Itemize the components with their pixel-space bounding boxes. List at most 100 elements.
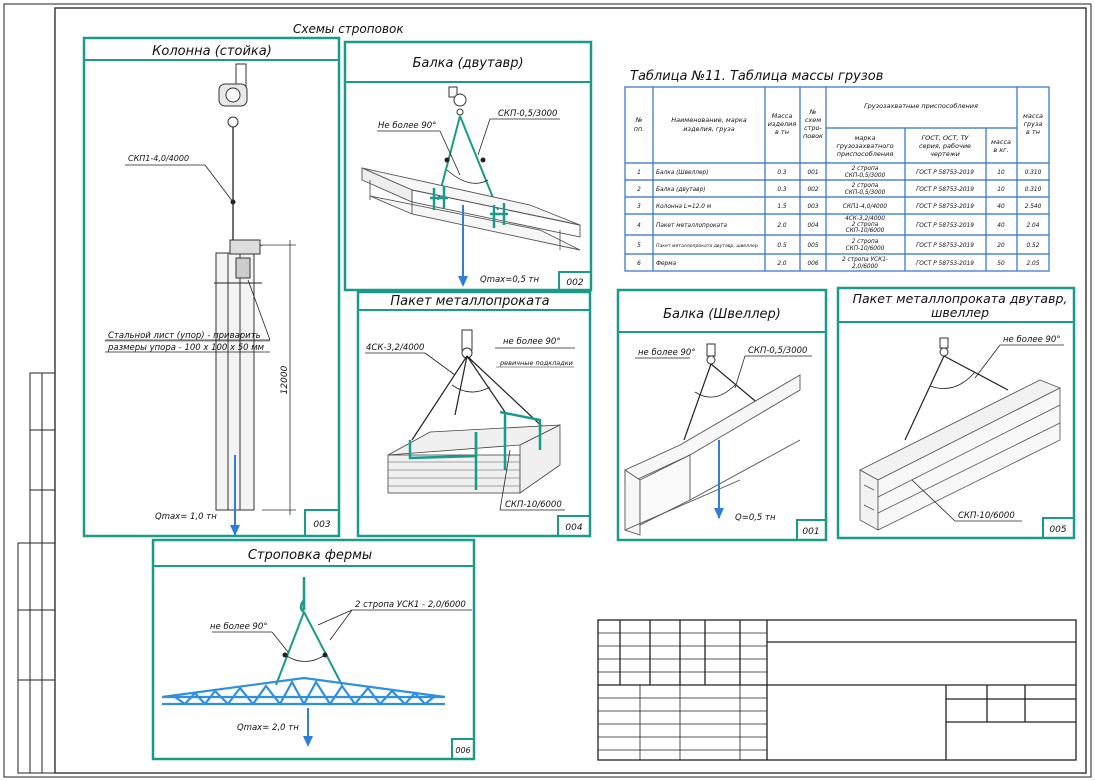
title-block (597, 619, 1077, 761)
beam-i-sling-label: СКП-0,5/3000 (498, 109, 557, 119)
table-cell: 10 (997, 187, 1005, 193)
table-cell: ГОСТ Р 58753-2019 (916, 187, 974, 193)
metal-bundle (387, 424, 561, 494)
table-cell: 4СК-3,2/4000 (845, 216, 885, 222)
crane-hook-icon (461, 329, 473, 359)
table-cell: Балка (двутавр) (656, 187, 706, 193)
table-cell: СКП-10/6000 (846, 228, 885, 234)
table-cell: 3 (637, 204, 641, 210)
pack2-angle-label: не более 90° (1003, 335, 1061, 345)
table-cell: 2 стропа (852, 166, 879, 172)
panel-truss: Строповка фермы не более 90° 2 стропа УС… (151, 538, 476, 761)
left-margin-stamp (17, 372, 56, 774)
th-mass-0: Масса (772, 112, 793, 120)
table-cell: 4 (637, 223, 641, 229)
th-scheme-0: № (809, 108, 817, 116)
truss-angle-label: не более 90° (210, 622, 268, 632)
table-cell: 2,0/6000 (852, 264, 878, 270)
th-total-0: масса (1023, 112, 1043, 120)
table-cell: 2.05 (1027, 261, 1040, 267)
beam-i-angle-label: Не более 90° (378, 121, 436, 131)
crane-hook-icon (218, 63, 248, 128)
table-cell: 2.540 (1025, 204, 1042, 210)
pack-scheme-num: 004 (565, 523, 582, 533)
sheet-title: Схемы строповок (293, 22, 404, 36)
channel-beam (624, 374, 801, 536)
table-cell: 6 (637, 261, 641, 267)
th-group: Грузозахватные приспособления (864, 102, 978, 110)
table-cell: ГОСТ Р 58753-2019 (916, 204, 974, 210)
column-sling-label: СКП1-4,0/4000 (128, 154, 189, 163)
table-header: № пп. Наименование, марка изделия, груза… (634, 102, 1043, 158)
table-cell: 2.0 (777, 223, 787, 229)
th-gost-0: ГОСТ, ОСТ, ТУ (921, 134, 969, 142)
panel-pack: Пакет металлопроката (356, 290, 592, 538)
i-beam-drawing (361, 167, 581, 251)
table-cell: 0.3 (777, 170, 787, 176)
load-arrow-icon (458, 276, 468, 287)
panel-pack2-title-line1: Пакет металлопроката двутавр, (853, 291, 1068, 306)
crane-hook-icon (448, 86, 467, 116)
panel-column-title: Колонна (стойка) (152, 44, 272, 59)
table-cell: 2 стропа УСК1- (842, 257, 888, 263)
table-cell: СКП-10/6000 (846, 246, 885, 252)
th-wkg-1: в кг. (993, 146, 1008, 154)
pack-pads-label: ревичные подкладки (499, 359, 573, 367)
table-cell: 20 (997, 243, 1005, 249)
table-cell: ГОСТ Р 58753-2019 (916, 223, 974, 229)
table-cell: 0.52 (1027, 243, 1040, 249)
panel-channel: Балка (Швеллер) не более 90° СКП-0,5/300… (616, 288, 828, 542)
pack2-scheme-num: 005 (1049, 525, 1066, 535)
th-gost-1: серия, рабочие (919, 142, 971, 150)
th-num-0: № (635, 116, 643, 124)
truss-qmax: Qmax= 2,0 тн (237, 723, 299, 733)
column-note-line2: размеры упора - 100 х 100 х 50 мм (107, 343, 265, 353)
th-mark-2: приспособления (837, 150, 894, 158)
panel-pack-title: Пакет металлопроката (390, 294, 549, 309)
column-note-line1: Стальной лист (упор) - приварить (108, 331, 261, 341)
pack2-sling-label: СКП-10/6000 (958, 511, 1015, 521)
table-body: 1 Балка (Швеллер) 0.3 001 2 стропа СКП-0… (637, 166, 1041, 270)
table-cell: 10 (997, 170, 1005, 176)
channel-scheme-num: 001 (802, 527, 819, 537)
table-cell: 1.5 (777, 204, 787, 210)
crane-hook-icon (299, 577, 306, 614)
table-cell: 2 стропа (852, 239, 879, 245)
panel-pack2-title-line2: швеллер (931, 305, 989, 320)
table-cell: Ферма (656, 261, 677, 267)
table-cell: 003 (807, 204, 818, 210)
table-cell: 005 (807, 243, 818, 249)
th-mass-1: изделия (768, 120, 797, 128)
table-cell: 004 (807, 223, 818, 229)
th-total-2: в тн (1026, 128, 1040, 136)
table-cell: 002 (807, 187, 818, 193)
column-height-label: 12000 (280, 365, 290, 394)
table-cell: 2 стропа (852, 222, 879, 228)
table-cell: 0.3 (777, 187, 787, 193)
th-gost-2: чертежи (930, 150, 960, 158)
channel-angle-label: не более 90° (638, 348, 696, 358)
beam-clamps (430, 186, 508, 228)
pack-sling2-label: СКП-10/6000 (505, 500, 562, 510)
th-num-1: пп. (634, 125, 645, 133)
table-title: Таблица №11. Таблица массы грузов (630, 69, 883, 84)
pack-sling1-label: 4СК-3,2/4000 (366, 343, 424, 353)
panel-beam-i: Балка (двутавр) (343, 40, 593, 292)
table-cell: 1 (637, 170, 641, 176)
table-cell: ГОСТ Р 58753-2019 (916, 243, 974, 249)
table-cell: ГОСТ Р 58753-2019 (916, 261, 974, 267)
load-arrow-icon (714, 508, 724, 519)
table-cell: Колонна L=12.0 м (656, 204, 712, 210)
th-mass-2: в тн (775, 128, 789, 136)
th-scheme-3: повок (803, 132, 823, 140)
table-cell: 2 (637, 187, 641, 193)
truss-scheme-num: 006 (455, 746, 470, 755)
column-qmax: Qmax= 1,0 тн (155, 512, 217, 522)
panel-column: Колонна (стойка) СКП1-4,0/4000 (82, 36, 341, 538)
table-cell: СКП1-4,0/4000 (843, 204, 888, 210)
channel-sling-label: СКП-0,5/3000 (748, 346, 807, 356)
th-name-0: Наименование, марка (671, 116, 747, 124)
table-cell: 2.04 (1027, 223, 1040, 229)
table-cell: 40 (997, 223, 1005, 229)
